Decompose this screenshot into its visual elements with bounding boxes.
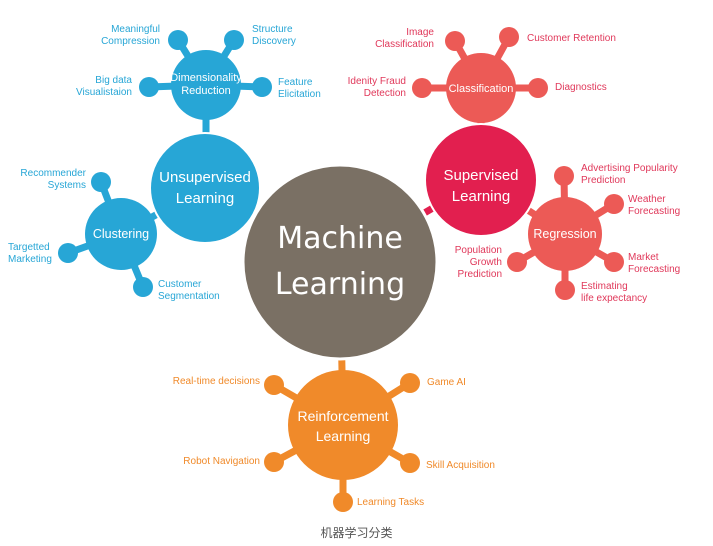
label-game-ai: Game AI bbox=[427, 377, 466, 388]
regression-label: Regression bbox=[533, 227, 597, 241]
hub-dimensionality-reduction bbox=[171, 50, 241, 120]
hub-supervised-learning bbox=[424, 123, 538, 237]
leaf-node-game-ai bbox=[400, 373, 420, 393]
unsupervised-label: Unsupervised Learning bbox=[159, 169, 251, 207]
leaf-node-image-classification bbox=[445, 31, 465, 51]
leaf-node-market bbox=[604, 252, 624, 272]
hub-classification bbox=[446, 53, 516, 123]
leaf-node-structure-discovery bbox=[224, 30, 244, 50]
label-feature-elicitation: Feature Elicitation bbox=[278, 77, 321, 100]
figure-caption: 机器学习分类 bbox=[320, 526, 393, 540]
leaf-node-recommender bbox=[91, 172, 111, 192]
clustering-label: Clustering bbox=[92, 227, 150, 241]
label-market-forecasting: Market Forecasting bbox=[628, 252, 681, 275]
label-skill-acquisition: Skill Acquisition bbox=[426, 460, 495, 471]
label-big-data-visualisation: Big data Visualistaion bbox=[76, 75, 132, 98]
ml-diagram: Machine Learning Unsupervised Learning D… bbox=[8, 24, 681, 512]
leaf-node-customer-retention bbox=[499, 27, 519, 47]
dimensionality-label: Dimensionality Reduction bbox=[170, 72, 242, 97]
leaf-node-targetted-marketing bbox=[58, 243, 78, 263]
hub-clustering bbox=[85, 198, 157, 270]
leaf-node-learning-tasks bbox=[333, 492, 353, 512]
label-advertising-popularity: Advertising Popularity Prediction bbox=[581, 163, 678, 186]
leaf-node-realtime bbox=[264, 375, 284, 395]
label-learning-tasks: Learning Tasks bbox=[357, 497, 425, 508]
label-robot-navigation: Robot Navigation bbox=[183, 456, 260, 467]
leaf-node-advertising bbox=[554, 166, 574, 186]
label-population-growth: Population Growth Prediction bbox=[454, 245, 502, 280]
classification-label: Classification bbox=[448, 82, 514, 95]
label-targetted-marketing: Targetted Marketing bbox=[8, 242, 52, 265]
leaf-node-meaningful-compression bbox=[168, 30, 188, 50]
leaf-node-robot-navigation bbox=[264, 452, 284, 472]
hub-regression bbox=[528, 197, 602, 271]
leaf-node-skill-acquisition bbox=[400, 453, 420, 473]
leaf-node-life-expectancy bbox=[555, 280, 575, 300]
supervised-label: Supervised Learning bbox=[443, 167, 519, 205]
label-realtime-decisions: Real-time decisions bbox=[172, 376, 260, 387]
label-meaningful-compression: Meaningful Compression bbox=[101, 24, 160, 47]
label-customer-segmentation: Customer Segmentation bbox=[158, 279, 220, 302]
leaf-node-identity-fraud bbox=[412, 78, 432, 98]
leaf-node-big-data bbox=[139, 77, 159, 97]
label-customer-retention: Customer Retention bbox=[527, 33, 616, 44]
hub-unsupervised-learning bbox=[149, 132, 261, 244]
label-structure-discovery: Structure Discovery bbox=[252, 24, 296, 47]
label-diagnostics: Diagnostics bbox=[555, 82, 607, 93]
label-weather-forecasting: Weather Forecasting bbox=[628, 194, 681, 217]
leaf-node-diagnostics bbox=[528, 78, 548, 98]
label-recommender-systems: Recommender Systems bbox=[20, 168, 86, 191]
reinforcement-label: Reinforcement Learning bbox=[297, 408, 389, 444]
center-label: Machine Learning bbox=[274, 221, 406, 302]
hub-machine-learning bbox=[241, 163, 439, 361]
label-image-classification: Image Classification bbox=[375, 27, 434, 50]
leaf-node-feature-elicitation bbox=[252, 77, 272, 97]
label-identity-fraud: Idenity Fraud Detection bbox=[347, 76, 406, 99]
leaf-node-weather bbox=[604, 194, 624, 214]
leaf-node-population bbox=[507, 252, 527, 272]
hub-reinforcement-learning bbox=[288, 370, 398, 480]
diagram-graphics bbox=[58, 27, 624, 512]
leaf-node-customer-segmentation bbox=[133, 277, 153, 297]
label-life-expectancy: Estimating life expectancy bbox=[581, 281, 648, 304]
